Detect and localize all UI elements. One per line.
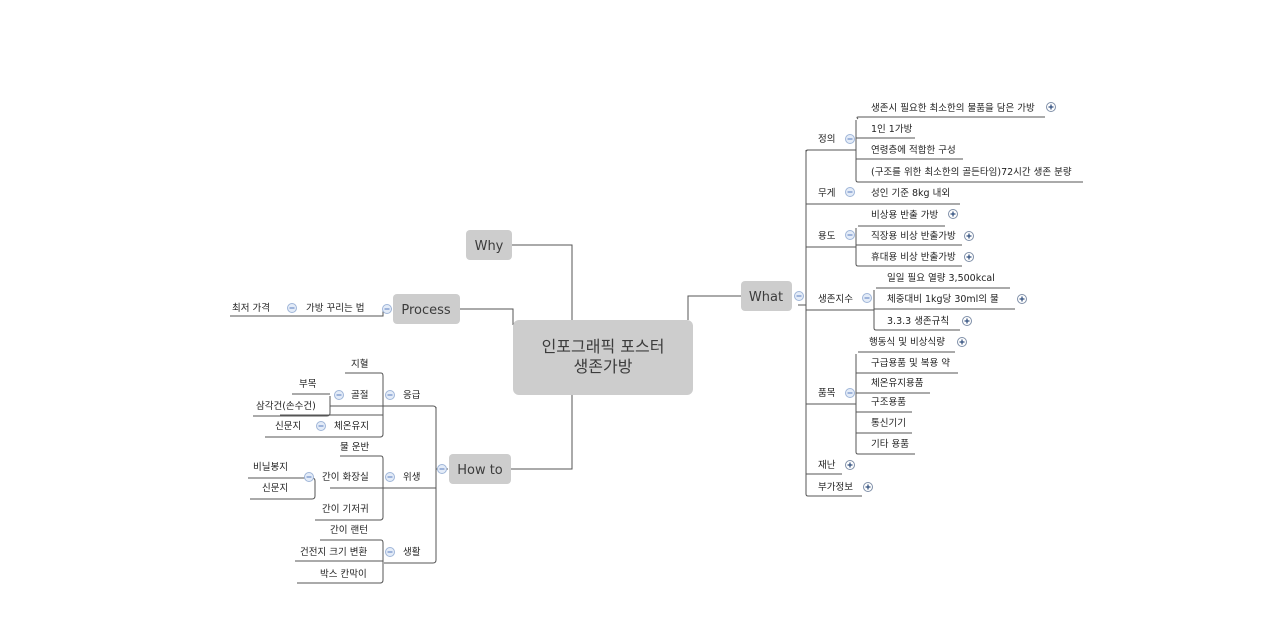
usage-item[interactable]: 비상용 반출 가방 bbox=[871, 210, 938, 221]
warmth-child[interactable]: 신문지 bbox=[275, 421, 301, 432]
central-topic-line1: 인포그래픽 포스터 bbox=[542, 337, 665, 356]
emergency-item[interactable]: 체온유지 bbox=[334, 421, 369, 432]
definition-item[interactable]: 1인 1가방 bbox=[871, 124, 913, 135]
topic-what[interactable]: What bbox=[741, 281, 792, 311]
topic-how-to[interactable]: How to bbox=[449, 454, 511, 484]
expand-toggles bbox=[845, 102, 1056, 492]
topic-why-label: Why bbox=[475, 239, 504, 254]
how-to-living-label[interactable]: 생활 bbox=[403, 546, 421, 558]
process-branch: 가방 꾸리는 법 최저 가격 bbox=[232, 302, 364, 314]
minus-circle-icon[interactable] bbox=[385, 472, 395, 482]
toilet-child[interactable]: 비닐봉지 bbox=[253, 462, 288, 473]
what-weight-label[interactable]: 무게 bbox=[818, 188, 835, 199]
what-definition-label[interactable]: 정의 bbox=[818, 134, 835, 145]
plus-circle-icon[interactable] bbox=[1017, 294, 1027, 304]
minus-circle-icon[interactable] bbox=[334, 390, 344, 400]
what-survival-index-label[interactable]: 생존지수 bbox=[818, 294, 853, 305]
hygiene-item[interactable]: 간이 기저귀 bbox=[322, 504, 369, 515]
items-item[interactable]: 체온유지용품 bbox=[871, 378, 924, 389]
topic-what-label: What bbox=[749, 290, 783, 305]
items-item[interactable]: 구조용품 bbox=[871, 397, 906, 408]
toilet-child[interactable]: 신문지 bbox=[262, 483, 288, 494]
connector-lines bbox=[230, 116, 1083, 584]
hygiene-item[interactable]: 간이 화장실 bbox=[322, 472, 369, 483]
plus-circle-icon[interactable] bbox=[863, 482, 873, 492]
topic-process-label: Process bbox=[401, 303, 451, 318]
definition-item[interactable]: (구조를 위한 최소한의 골든타임)72시간 생존 분량 bbox=[871, 166, 1072, 178]
living-item[interactable]: 박스 칸막이 bbox=[320, 569, 367, 580]
items-item[interactable]: 통신기기 bbox=[871, 418, 906, 429]
minus-circle-icon[interactable] bbox=[862, 293, 872, 303]
topic-why[interactable]: Why bbox=[466, 230, 512, 260]
process-child[interactable]: 가방 꾸리는 법 bbox=[306, 303, 364, 314]
minus-circle-icon[interactable] bbox=[845, 230, 855, 240]
minus-circle-icon[interactable] bbox=[845, 187, 855, 197]
how-to-branch: 응급 지혈 골절 체온유지 부목 삼각건(손수건) 신문지 위생 물 운반 간이… bbox=[253, 358, 421, 580]
items-item[interactable]: 구급용품 및 복용 약 bbox=[871, 357, 950, 369]
how-to-emergency-label[interactable]: 응급 bbox=[403, 390, 421, 401]
central-topic-line2: 생존가방 bbox=[574, 357, 633, 376]
what-branch: 정의 생존시 필요한 최소한의 물품을 담은 가방 1인 1가방 연령층에 적합… bbox=[818, 102, 1072, 493]
what-extra-info-label[interactable]: 부가정보 bbox=[818, 482, 853, 493]
weight-item[interactable]: 성인 기준 8kg 내외 bbox=[871, 187, 950, 199]
minus-circle-icon[interactable] bbox=[437, 464, 447, 474]
plus-circle-icon[interactable] bbox=[957, 337, 967, 347]
plus-circle-icon[interactable] bbox=[964, 231, 974, 241]
plus-circle-icon[interactable] bbox=[964, 252, 974, 262]
hygiene-item[interactable]: 물 운반 bbox=[340, 442, 369, 453]
minus-circle-icon[interactable] bbox=[845, 134, 855, 144]
minus-circle-icon[interactable] bbox=[845, 388, 855, 398]
minus-circle-icon[interactable] bbox=[304, 472, 314, 482]
topic-process[interactable]: Process bbox=[393, 294, 460, 324]
plus-circle-icon[interactable] bbox=[962, 316, 972, 326]
what-items-label[interactable]: 품목 bbox=[818, 388, 836, 399]
topic-how-to-label: How to bbox=[457, 463, 503, 478]
emergency-item[interactable]: 골절 bbox=[351, 389, 368, 401]
minus-circle-icon[interactable] bbox=[385, 390, 395, 400]
survival-index-item[interactable]: 3.3.3 생존규칙 bbox=[887, 316, 949, 327]
minus-circle-icon[interactable] bbox=[382, 304, 392, 314]
usage-item[interactable]: 직장용 비상 반출가방 bbox=[871, 231, 956, 242]
survival-index-item[interactable]: 체중대비 1kg당 30ml의 물 bbox=[887, 294, 999, 305]
plus-circle-icon[interactable] bbox=[845, 460, 855, 470]
minus-circle-icon[interactable] bbox=[385, 547, 395, 557]
collapse-toggles bbox=[287, 134, 872, 557]
how-to-hygiene-label[interactable]: 위생 bbox=[403, 471, 420, 483]
fracture-child[interactable]: 부목 bbox=[299, 379, 317, 390]
definition-item[interactable]: 생존시 필요한 최소한의 물품을 담은 가방 bbox=[871, 102, 1035, 114]
minus-circle-icon[interactable] bbox=[287, 303, 297, 313]
central-topic[interactable]: 인포그래픽 포스터 생존가방 bbox=[513, 320, 693, 395]
items-item[interactable]: 기타 용품 bbox=[871, 439, 909, 450]
definition-item[interactable]: 연령층에 적합한 구성 bbox=[871, 144, 956, 156]
plus-circle-icon[interactable] bbox=[948, 209, 958, 219]
usage-item[interactable]: 휴대용 비상 반출가방 bbox=[871, 252, 956, 263]
emergency-item[interactable]: 지혈 bbox=[351, 358, 368, 370]
living-item[interactable]: 간이 랜턴 bbox=[330, 525, 368, 536]
minus-circle-icon[interactable] bbox=[794, 291, 804, 301]
what-disaster-label[interactable]: 재난 bbox=[818, 460, 836, 471]
minus-circle-icon[interactable] bbox=[316, 421, 326, 431]
survival-index-item[interactable]: 일일 필요 열량 3,500kcal bbox=[887, 272, 995, 284]
fracture-child[interactable]: 삼각건(손수건) bbox=[256, 400, 316, 412]
process-grandchild[interactable]: 최저 가격 bbox=[232, 302, 270, 314]
plus-circle-icon[interactable] bbox=[1046, 102, 1056, 112]
living-item[interactable]: 건전지 크기 변환 bbox=[300, 546, 367, 558]
items-item[interactable]: 행동식 및 비상식량 bbox=[869, 336, 945, 348]
what-usage-label[interactable]: 용도 bbox=[818, 231, 836, 242]
